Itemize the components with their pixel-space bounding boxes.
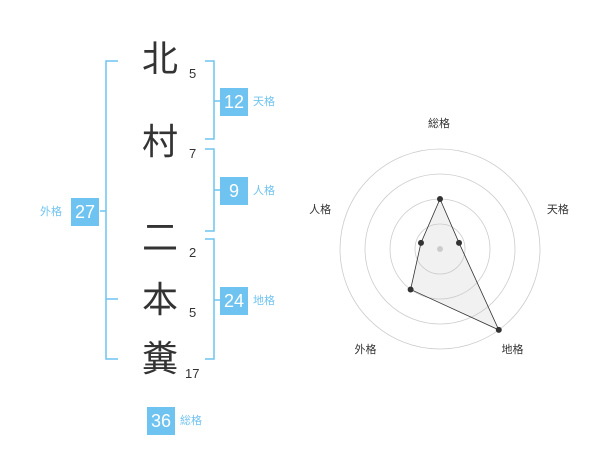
gaikaku-bracket [100,60,118,360]
radar-axis-label-chikaku: 地格 [501,343,524,357]
radar-axis-label-tenkaku: 天格 [546,203,569,217]
radar-center-point [437,246,443,252]
radar-point-0 [437,196,443,202]
radar-ring [414,223,466,275]
soukaku-label: 総格 [180,414,202,427]
chikaku-value: 24 [220,287,248,315]
gaikaku-label: 外格 [40,205,62,218]
radar-points [407,196,502,333]
name-char-4: 本 [141,280,178,321]
chikaku-bracket [205,238,220,360]
name-char-3: 二 [141,218,178,259]
name-char-5: 糞 [141,339,178,380]
radar-axis-label-gaikaku: 外格 [354,343,377,357]
tenkaku-value: 12 [220,88,248,116]
tenkaku-label: 天格 [253,95,275,108]
soukaku-value: 36 [147,407,175,435]
radar-point-4 [417,239,424,246]
radar-point-3 [407,286,414,293]
gaikaku-value: 27 [71,198,99,226]
stroke-count-4: 5 [189,305,197,320]
chikaku-label: 地格 [253,294,275,307]
name-char-2: 村 [141,122,178,163]
radar-polygon [410,197,500,331]
jinkaku-value: 9 [220,177,248,205]
stroke-count-3: 2 [189,245,197,260]
stroke-count-5: 17 [185,366,200,381]
radar-point-2 [495,326,502,333]
stroke-count-2: 7 [189,146,197,161]
radar-point-1 [456,239,463,246]
jinkaku-label: 人格 [253,184,275,197]
name-char-1: 北 [141,39,178,80]
radar-ring [364,173,516,325]
radar-ring [339,148,541,350]
jinkaku-bracket [205,148,220,232]
radar-axis-label-jinkaku: 人格 [309,203,332,217]
tenkaku-bracket [205,60,220,140]
stroke-count-1: 5 [189,66,197,81]
radar-axis-label-soukaku: 総格 [428,117,450,130]
